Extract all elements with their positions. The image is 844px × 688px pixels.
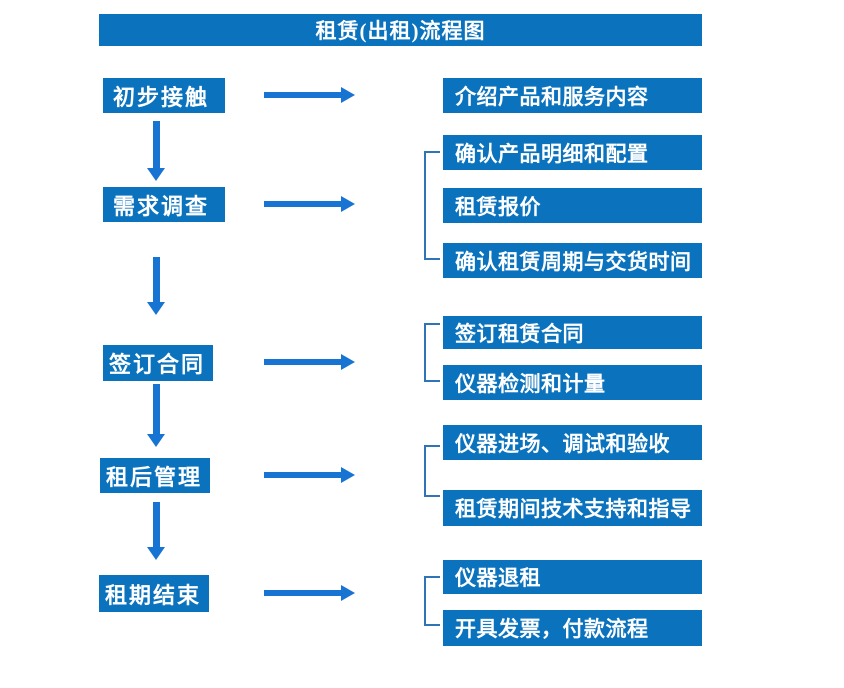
arrow-shaft <box>152 257 160 302</box>
right-arrow-2 <box>264 196 355 212</box>
bracket-sign-contract-group <box>424 323 440 382</box>
down-arrow-2 <box>147 257 165 315</box>
down-arrow-3 <box>147 384 165 447</box>
down-arrow-1 <box>147 121 165 181</box>
arrow-head-icon <box>341 467 355 483</box>
arrow-shaft <box>264 472 342 478</box>
step-sign-contract: 签订合同 <box>103 345 213 381</box>
arrow-shaft <box>152 502 160 547</box>
detail-instrument-return: 仪器退租 <box>443 560 702 594</box>
arrow-head-icon <box>147 168 165 181</box>
flowchart-title: 租赁(出租)流程图 <box>99 14 702 46</box>
arrow-shaft <box>152 384 160 434</box>
arrow-shaft <box>152 121 160 168</box>
bracket-rental-end-group <box>424 576 440 626</box>
arrow-head-icon <box>147 547 165 560</box>
arrow-shaft <box>264 201 342 207</box>
detail-sign-rental-contract: 签订租赁合同 <box>443 316 702 349</box>
detail-tech-support: 租赁期间技术支持和指导 <box>443 490 702 526</box>
bracket-demand-survey-group <box>424 151 440 260</box>
arrow-head-icon <box>341 196 355 212</box>
arrow-head-icon <box>147 302 165 315</box>
detail-instrument-entry: 仪器进场、调试和验收 <box>443 425 702 460</box>
detail-rental-quotation: 租赁报价 <box>443 188 702 223</box>
right-arrow-1 <box>264 87 355 103</box>
arrow-head-icon <box>341 585 355 601</box>
bracket-post-rental-group <box>424 445 440 497</box>
arrow-shaft <box>264 359 342 365</box>
right-arrow-3 <box>264 354 355 370</box>
arrow-shaft <box>264 92 342 98</box>
right-arrow-4 <box>264 467 355 483</box>
arrow-head-icon <box>147 434 165 447</box>
detail-introduce-products: 介绍产品和服务内容 <box>443 78 702 113</box>
step-initial-contact: 初步接触 <box>103 78 225 113</box>
detail-invoice-payment: 开具发票，付款流程 <box>443 610 702 646</box>
step-post-rental-management: 租后管理 <box>100 458 210 493</box>
step-demand-survey: 需求调查 <box>103 187 225 222</box>
arrow-head-icon <box>341 354 355 370</box>
detail-confirm-rental-period: 确认租赁周期与交货时间 <box>443 243 702 278</box>
detail-confirm-product-config: 确认产品明细和配置 <box>443 135 702 170</box>
arrow-shaft <box>264 590 342 596</box>
arrow-head-icon <box>341 87 355 103</box>
down-arrow-4 <box>147 502 165 560</box>
step-rental-end: 租期结束 <box>99 575 209 612</box>
right-arrow-5 <box>264 585 355 601</box>
detail-instrument-testing: 仪器检测和计量 <box>443 365 702 400</box>
